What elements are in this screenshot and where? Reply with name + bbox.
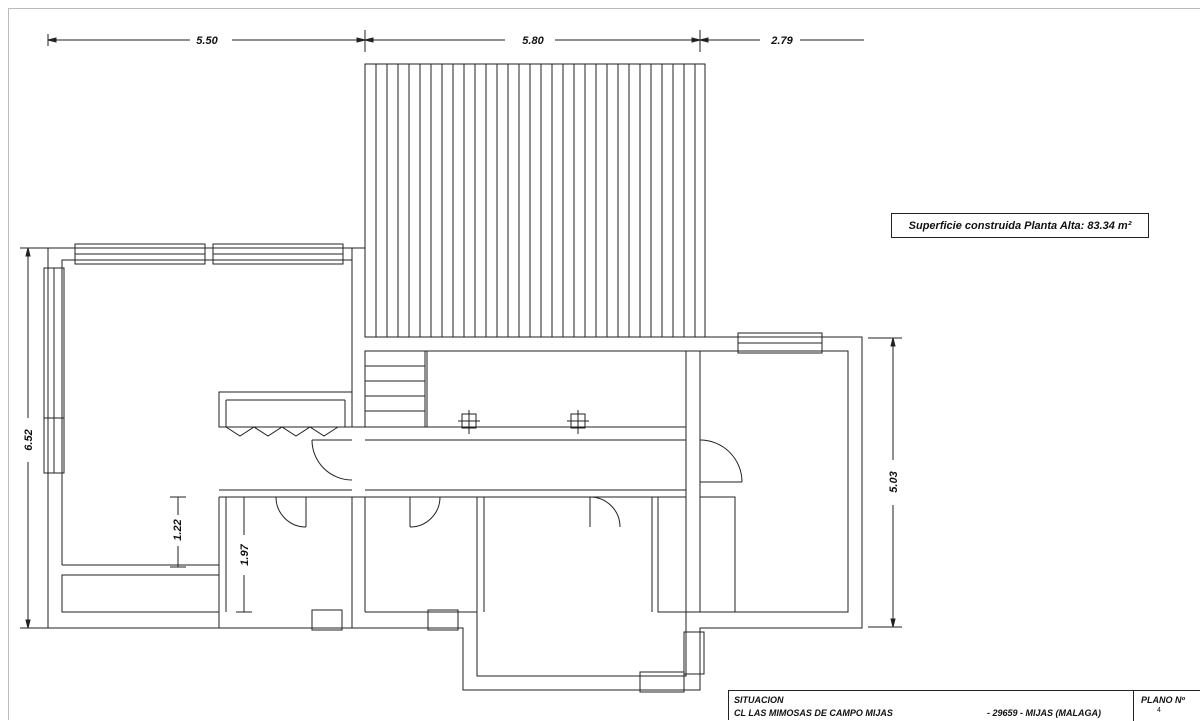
dimension-line-top [47,30,864,52]
city-text: - 29659 - MIJAS (MALAGA) [987,708,1102,718]
dimension-label: 5.50 [196,35,218,47]
dimension-label: 2.79 [770,35,793,47]
dimension-line-right [868,337,902,628]
terrace-pergola [364,63,706,338]
dimension-line-left [20,247,48,629]
windows [43,243,823,693]
columns [458,410,589,434]
dimension-label: 6.52 [23,429,35,450]
situacion-label: SITUACION [734,695,784,705]
area-label: Superficie construida Planta Alta: 83.34… [891,213,1149,238]
doors [225,426,743,528]
plano-label: PLANO Nº [1141,695,1185,705]
dimension-label: 5.03 [888,471,900,492]
stairs [365,365,425,412]
dimension-label: 1.22 [172,519,184,540]
address-text: CL LAS MIMOSAS DE CAMPO MIJAS [734,708,893,718]
plano-number: 4 [1157,707,1161,714]
title-block: SITUACION CL LAS MIMOSAS DE CAMPO MIJAS … [728,690,1200,721]
interior-walls [61,351,736,628]
dimension-label: 1.97 [239,543,251,565]
dimension-label: 5.80 [522,35,544,47]
title-block-divider [1133,691,1134,721]
